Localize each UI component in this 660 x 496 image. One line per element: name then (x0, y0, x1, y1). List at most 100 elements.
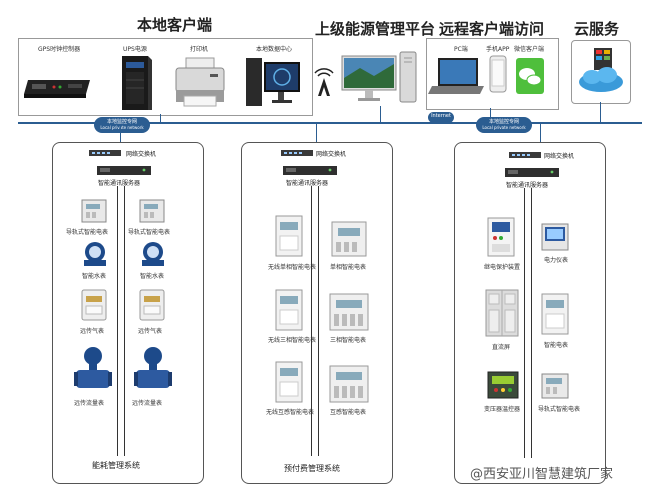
header-remote-client: 远程客户端访问 (439, 20, 545, 38)
water-meter-icon-1b (142, 242, 164, 266)
gas-meter-icon-1a (81, 289, 107, 321)
drop-line-panel3 (540, 124, 541, 144)
drop-line-platform (380, 106, 381, 122)
phone-app-label: 手机APP (486, 46, 510, 53)
panel-energy-system (52, 142, 204, 484)
cloud-icon (579, 48, 623, 92)
main-bus-line (18, 122, 642, 124)
panel3-trunk (524, 188, 525, 458)
drop-line-local (160, 114, 161, 122)
transformer-controller-icon (487, 371, 519, 399)
internet-pill: Internet (428, 112, 454, 123)
remote-client-frame (426, 38, 559, 110)
local-net-pill-left-sub: Local private network (100, 125, 144, 130)
panel-prepaid-system (241, 142, 393, 484)
server-label-1: 智能通讯服务器 (98, 180, 141, 187)
printer-icon (175, 57, 225, 107)
network-switch-icon-2 (281, 150, 313, 156)
network-switch-icon-1 (89, 150, 121, 156)
panel3-trunk-2 (531, 188, 532, 458)
panel1-trunk-2 (124, 186, 125, 456)
wireless-single-meter-icon (275, 215, 303, 257)
ct-meter-icon (329, 365, 369, 403)
panel2-system-name: 预付费管理系统 (284, 464, 340, 473)
platform-workstation-icon (341, 51, 417, 103)
panel1-device-label-8: 远传流量表 (132, 400, 163, 407)
smart-meter-icon (541, 293, 569, 335)
dc-cabinet-icon (485, 289, 519, 337)
wireless-three-phase-meter-icon (275, 289, 303, 331)
phone-icon (489, 55, 507, 93)
watermark: @西安亚川智慧建筑厂家 (470, 467, 614, 482)
water-meter-icon-1a (84, 242, 106, 266)
drop-line-cloud (600, 102, 601, 122)
antenna-icon (314, 68, 334, 96)
cloud-frame (571, 40, 631, 104)
drop-line-panel1 (120, 124, 121, 144)
din-meter-icon-1b (139, 199, 165, 223)
ups-label: UPS电源 (123, 46, 147, 53)
local-net-pill-left: 本地监控专网 Local private network (94, 117, 150, 133)
gps-controller-icon (24, 80, 90, 98)
panel2-device-label-6: 互感智能电表 (330, 409, 367, 416)
pc-label: PC端 (454, 46, 468, 53)
panel1-trunk (117, 186, 118, 456)
panel2-trunk-2 (318, 186, 319, 456)
switch-label-3: 网络交换机 (544, 153, 575, 160)
local-net-pill-left-label: 本地监控专网 (106, 119, 137, 125)
panel2-device-label-1: 无线单相智能电表 (268, 264, 317, 271)
local-net-pill-right: 本地监控专网 Local private network (476, 117, 532, 133)
panel2-device-label-5: 无线互感智能电表 (266, 409, 315, 416)
panel3-device-label-6: 导轨式智能电表 (538, 406, 581, 413)
panel1-device-label-6: 远传气表 (138, 328, 163, 335)
local-client-frame (18, 38, 313, 116)
panel3-device-label-2: 电力仪表 (544, 257, 569, 264)
server-label-2: 智能通讯服务器 (286, 180, 329, 187)
gas-meter-icon-1b (139, 289, 165, 321)
panel3-device-label-3: 直流屏 (492, 344, 511, 351)
panel2-trunk (311, 186, 312, 456)
panel1-device-label-7: 远传流量表 (74, 400, 105, 407)
network-switch-icon-3 (509, 152, 541, 158)
local-server-icon (246, 58, 300, 106)
panel1-device-label-5: 远传气表 (80, 328, 105, 335)
comm-server-icon-1 (97, 166, 151, 175)
internet-pill-label: Internet (431, 113, 451, 119)
panel1-device-label-2: 导轨式智能电表 (128, 229, 171, 236)
header-platform: 上级能源管理平台 (315, 20, 436, 38)
local-net-pill-right-label: 本地监控专网 (488, 119, 519, 125)
panel1-device-label-3: 智能水表 (82, 273, 107, 280)
panel3-device-label-4: 智能电表 (544, 342, 569, 349)
panel1-device-label-1: 导轨式智能电表 (66, 229, 109, 236)
panel1-device-label-4: 智能水表 (140, 273, 165, 280)
three-phase-meter-icon (329, 293, 369, 331)
drop-line-panel2 (316, 124, 317, 144)
gps-label: GPS时钟控制器 (38, 46, 81, 53)
laptop-icon (428, 58, 484, 94)
single-meter-icon (331, 221, 367, 257)
panel-power-system (454, 142, 606, 484)
panel1-system-name: 能耗管理系统 (92, 461, 140, 470)
drop-line-remote (490, 108, 491, 122)
wireless-ct-meter-icon (275, 361, 303, 403)
local-net-pill-right-sub: Local private network (482, 125, 526, 130)
relay-protection-icon (487, 217, 515, 257)
switch-label-2: 网络交换机 (316, 151, 347, 158)
switch-label-1: 网络交换机 (126, 151, 157, 158)
flow-meter-icon-1b (134, 347, 172, 388)
panel2-device-label-2: 单相智能电表 (330, 264, 367, 271)
panel2-device-label-3: 无线三相智能电表 (268, 337, 317, 344)
flow-meter-icon-1a (74, 347, 112, 388)
din-meter-icon-3 (541, 373, 569, 399)
ups-icon (122, 56, 152, 110)
panel3-device-label-5: 变压器温控器 (484, 406, 521, 413)
wechat-label: 微信客户端 (514, 46, 545, 53)
local-server-label: 本地数据中心 (256, 46, 293, 53)
panel2-device-label-4: 三相智能电表 (330, 337, 367, 344)
din-meter-icon-1a (81, 199, 107, 223)
server-label-3: 智能通讯服务器 (506, 182, 549, 189)
wechat-icon (516, 58, 544, 94)
comm-server-icon-2 (283, 166, 337, 175)
header-cloud: 云服务 (574, 20, 620, 38)
comm-server-icon-3 (505, 168, 559, 177)
